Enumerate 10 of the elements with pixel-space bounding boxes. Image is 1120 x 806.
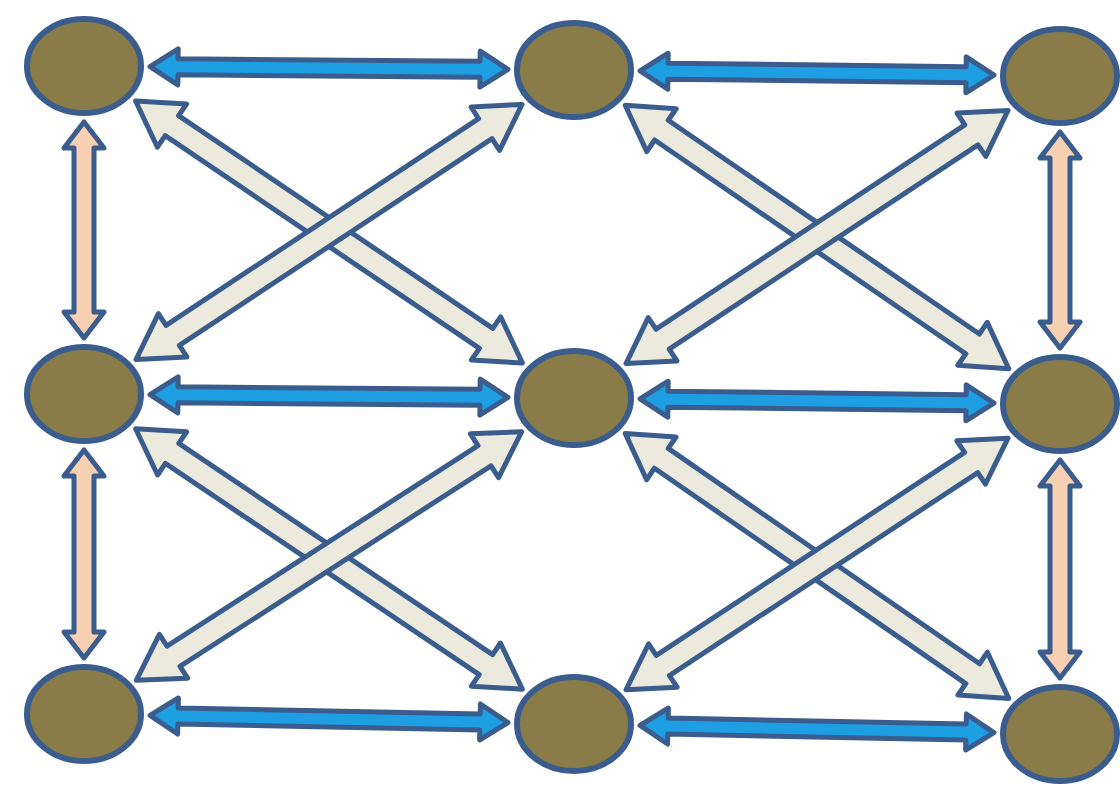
double-arrow	[1037, 129, 1083, 351]
double-arrow	[1037, 457, 1083, 681]
double-arrow	[61, 447, 107, 661]
double-arrow	[147, 695, 511, 743]
double-arrow	[637, 378, 997, 424]
double-arrow	[147, 46, 511, 90]
double-arrow	[637, 705, 997, 753]
double-arrow	[637, 50, 997, 96]
double-arrow	[147, 374, 511, 418]
double-arrow	[61, 119, 107, 341]
